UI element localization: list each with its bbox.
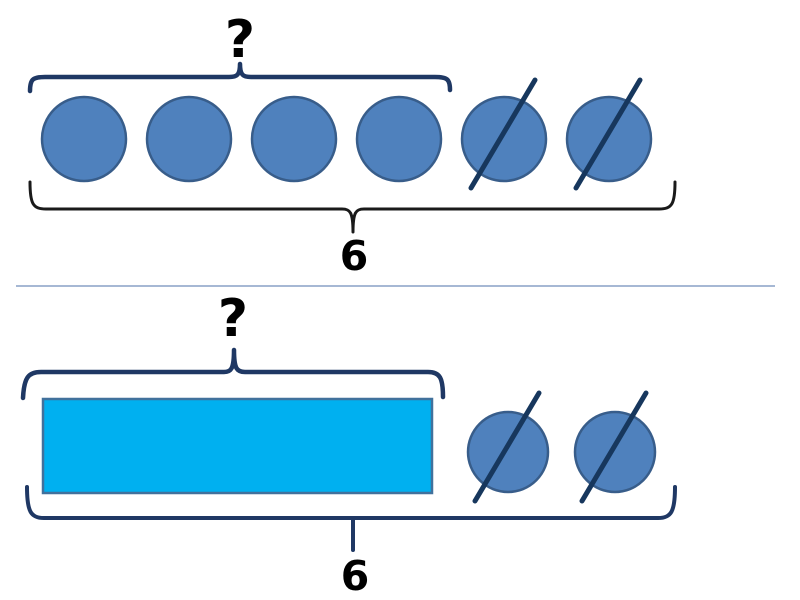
top-counters-group (40, 77, 653, 191)
cross-out-slash-icon (472, 390, 542, 504)
crossed-out-counter-circle (466, 410, 550, 494)
crossed-out-counter-circle (573, 410, 657, 494)
top-total-label: 6 (340, 232, 369, 280)
cross-out-slash-icon (468, 77, 538, 191)
crossed-out-counter-circle (565, 95, 653, 183)
bottom-total-brace (25, 485, 677, 552)
cross-out-slash-icon (579, 390, 649, 504)
counter-circle (145, 95, 233, 183)
top-unknown-label: ? (225, 10, 255, 70)
bottom-part-brace (20, 347, 446, 401)
crossed-out-counter-circle (460, 95, 548, 183)
top-panel: ? 6 (27, 10, 677, 280)
top-total-brace (28, 180, 677, 234)
counter-circle (355, 95, 443, 183)
cross-out-slash-icon (573, 77, 643, 191)
bottom-counters-group (466, 390, 657, 504)
bottom-panel: ? 6 (20, 289, 677, 600)
bottom-total-label: 6 (341, 552, 370, 600)
bottom-unknown-label: ? (218, 289, 248, 349)
counter-circle (40, 95, 128, 183)
bar-model-rect (41, 397, 434, 495)
top-part-brace (27, 61, 453, 94)
counter-circle (250, 95, 338, 183)
